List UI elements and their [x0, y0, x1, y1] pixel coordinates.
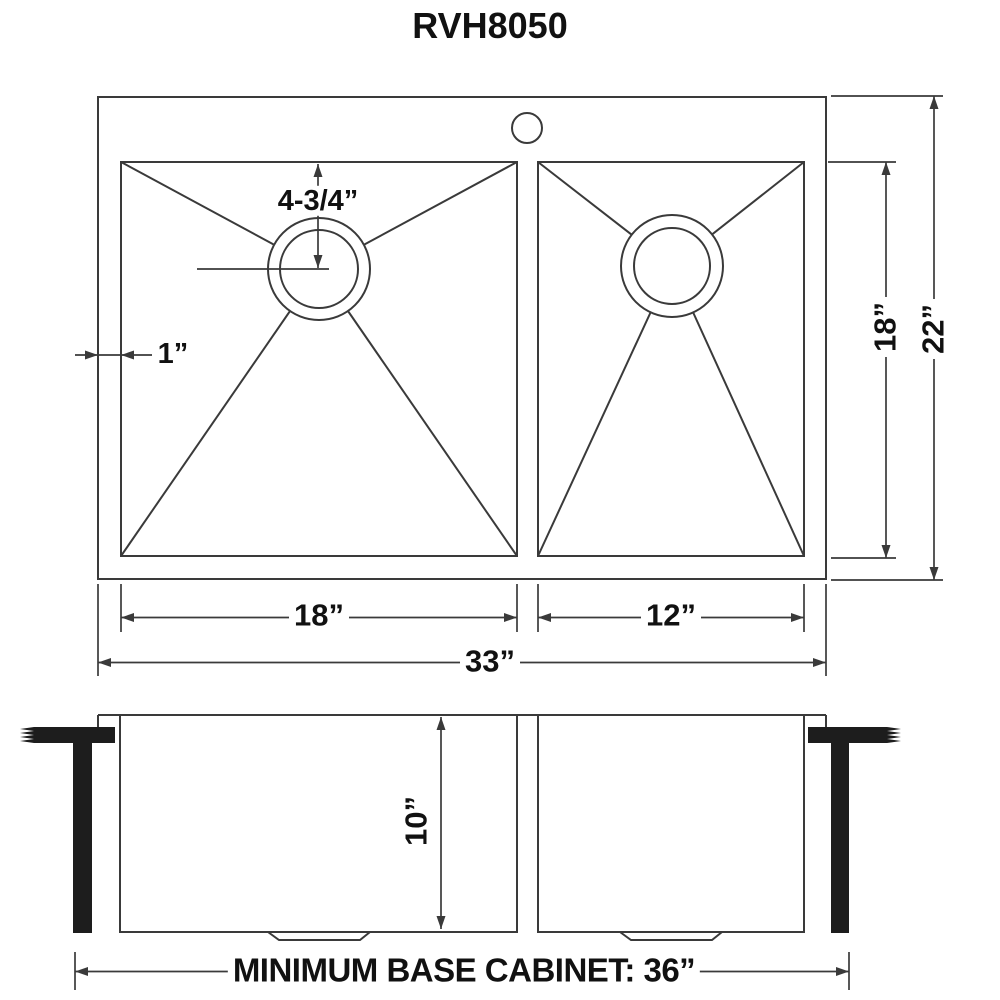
right-drain-outer	[620, 214, 724, 318]
dim-rim-lip	[75, 333, 152, 379]
right-bowl-section	[537, 715, 805, 933]
right-drain-inner	[633, 227, 711, 305]
right-mounting-clip	[808, 727, 901, 933]
left-bowl-top	[120, 161, 518, 557]
dim-label-left-bowl-width: 18”	[289, 599, 349, 633]
left-bowl-section	[119, 715, 518, 933]
top-view-dimensions	[75, 95, 943, 676]
sink-rim-outline	[97, 96, 827, 580]
top-view	[97, 96, 827, 580]
dim-label-overall-front-to-back: 22”	[916, 299, 951, 359]
dim-label-rim-lip: 1”	[152, 338, 194, 369]
dim-label-bowl-front-to-back: 18”	[868, 297, 903, 357]
side-view-dimensions	[74, 717, 850, 990]
dim-label-right-bowl-width: 12”	[641, 599, 701, 633]
dim-label-base-cabinet: MINIMUM BASE CABINET: 36”	[227, 953, 701, 989]
dim-label-drain-offset: 4-3/4”	[272, 185, 364, 216]
faucet-hole	[511, 112, 543, 144]
dim-label-overall-width: 33”	[460, 645, 520, 679]
side-view	[20, 714, 901, 941]
model-number: RVH8050	[412, 5, 568, 47]
dim-label-bowl-depth: 10”	[399, 791, 434, 851]
right-drain-section	[619, 931, 723, 941]
left-drain-section	[267, 931, 371, 941]
right-bowl-top	[537, 161, 805, 557]
base-cabinet-dimension	[74, 952, 850, 990]
left-mounting-clip	[20, 727, 115, 933]
